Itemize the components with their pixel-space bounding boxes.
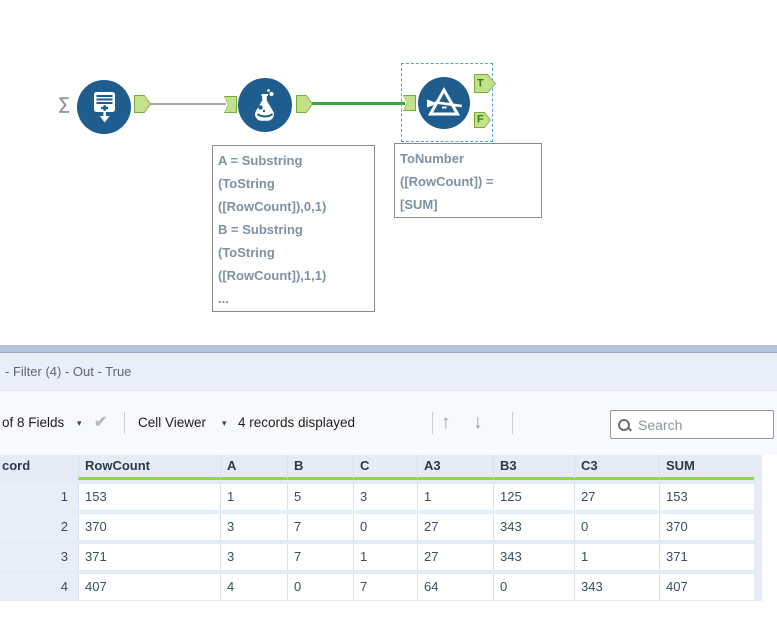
table-cell[interactable]: 407 [659,574,754,600]
table-cell[interactable]: 0 [574,514,659,540]
record-column-header[interactable]: cord [0,455,78,480]
table-cell[interactable]: 370 [659,514,754,540]
filter-input-anchor[interactable] [403,95,416,111]
table-cell[interactable]: 0 [287,574,353,600]
table-cell[interactable]: 371 [659,544,754,570]
column-header[interactable]: C3 [574,455,659,480]
cell-viewer-caret-icon[interactable]: ▾ [222,418,227,428]
record-number-cell[interactable]: 3 [0,544,78,570]
toolbar-separator [124,412,125,434]
selection-rect [401,63,493,142]
column-header[interactable]: B3 [493,455,574,480]
toolbar-separator [512,412,513,434]
table-cell[interactable]: 153 [78,484,220,510]
table-cell[interactable]: 1 [220,484,287,510]
connection-generate-to-formula[interactable] [150,103,226,105]
formula-output-anchor[interactable] [296,95,313,113]
records-displayed-label: 4 records displayed [238,415,356,430]
formula-annotation[interactable]: A = Substring (ToString ([RowCount]),0,1… [212,145,375,312]
results-panel-header: - Filter (4) - Out - True [0,353,777,391]
search-icon [618,418,630,431]
table-cell[interactable]: 27 [417,514,493,540]
table-cell[interactable]: 27 [417,544,493,570]
column-header[interactable]: B [287,455,353,480]
toolbar-separator [432,412,433,434]
table-cell[interactable]: 153 [659,484,754,510]
connection-formula-to-filter[interactable] [311,102,405,105]
generate-rows-icon [94,92,115,123]
apply-check-icon[interactable]: ✔ [94,414,108,431]
formula-tool[interactable] [238,78,292,132]
table-cell[interactable]: 1 [353,544,417,570]
panel-splitter-handle[interactable] [0,345,777,353]
filter-annotation[interactable]: ToNumber ([RowCount]) = [SUM] [394,143,542,218]
table-cell[interactable]: 27 [574,484,659,510]
table-cell[interactable]: 0 [353,514,417,540]
column-header[interactable]: C [353,455,417,480]
search-input[interactable] [636,415,773,434]
filter-tool[interactable] [418,77,470,129]
filter-false-output-anchor[interactable]: F [474,112,491,128]
results-title: - Filter (4) - Out - True [5,364,132,379]
sigma-input-icon: ∑ [58,94,71,113]
table-cell[interactable]: 7 [287,514,353,540]
table-cell[interactable]: 3 [353,484,417,510]
prev-arrow-icon[interactable]: ↑ [441,412,451,433]
fields-caret-icon[interactable]: ▾ [77,418,82,428]
table-cell[interactable]: 370 [78,514,220,540]
formula-input-anchor[interactable] [224,96,237,113]
table-cell[interactable]: 125 [493,484,574,510]
filter-icon [427,86,463,116]
generate-rows-tool[interactable] [77,80,131,134]
column-header[interactable]: A [220,455,287,480]
next-arrow-icon[interactable]: ↓ [473,412,483,433]
column-header[interactable]: RowCount [78,455,220,480]
search-box[interactable] [610,410,774,439]
table-cell[interactable]: 4 [220,574,287,600]
filter-true-output-anchor[interactable]: T [474,74,496,93]
record-number-cell[interactable]: 4 [0,574,78,600]
table-cell[interactable]: 0 [493,574,574,600]
table-cell[interactable]: 407 [78,574,220,600]
table-cell[interactable]: 343 [574,574,659,600]
formula-flask-icon [255,89,274,121]
table-cell[interactable]: 3 [220,544,287,570]
fields-dropdown[interactable]: of 8 Fields [2,415,65,430]
table-cell[interactable]: 1 [574,544,659,570]
table-cell[interactable]: 371 [78,544,220,570]
filter-false-label: F [477,113,484,126]
column-header[interactable]: A3 [417,455,493,480]
cell-viewer-dropdown[interactable]: Cell Viewer [138,415,207,430]
table-cell[interactable]: 7 [287,544,353,570]
table-cell[interactable]: 343 [493,514,574,540]
column-header[interactable]: SUM [659,455,754,480]
record-number-cell[interactable]: 2 [0,514,78,540]
record-number-cell[interactable]: 1 [0,484,78,510]
table-cell[interactable]: 3 [220,514,287,540]
table-cell[interactable]: 64 [417,574,493,600]
table-cell[interactable]: 7 [353,574,417,600]
filter-true-label: T [477,76,484,89]
generate-rows-output-anchor[interactable] [134,95,151,113]
results-toolbar: of 8 Fields ▾ ✔ Cell Viewer ▾ 4 records … [0,391,777,455]
workflow-canvas[interactable]: ∑ [0,0,777,345]
table-cell[interactable]: 5 [287,484,353,510]
table-cell[interactable]: 343 [493,544,574,570]
table-cell[interactable]: 1 [417,484,493,510]
